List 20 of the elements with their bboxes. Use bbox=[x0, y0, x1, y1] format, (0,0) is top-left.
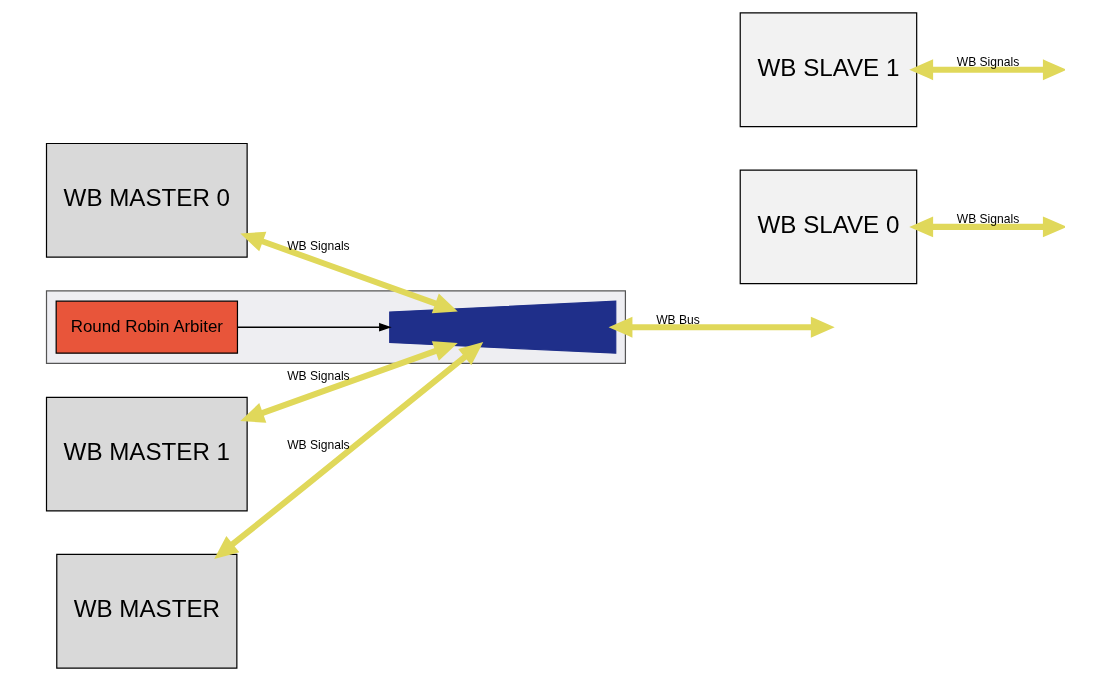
edge-label: WB Signals bbox=[286, 369, 350, 384]
edge-label: WB Signals bbox=[286, 438, 350, 453]
arrow bbox=[239, 341, 458, 423]
node-box: WB MASTER 1 bbox=[45, 396, 248, 512]
node-box: WB SLAVE 1 bbox=[739, 12, 917, 128]
node-box: WB SLAVE 0 bbox=[739, 169, 917, 285]
edge-label: WB Bus bbox=[655, 312, 700, 327]
arrow bbox=[213, 342, 483, 559]
node-box: WB MASTER 0 bbox=[45, 142, 248, 258]
edge-label: WB Signals bbox=[286, 238, 350, 253]
arrow bbox=[908, 216, 1065, 238]
edge-label: WB Signals bbox=[956, 55, 1019, 70]
arrow bbox=[608, 316, 835, 338]
node-trapezoid bbox=[388, 300, 616, 354]
arrow bbox=[239, 231, 458, 314]
arrow bbox=[908, 59, 1065, 81]
node-box: WB MASTER bbox=[55, 553, 237, 669]
node-box: Round Robin Arbiter bbox=[55, 300, 238, 354]
arrow bbox=[236, 322, 392, 332]
edge-label: WB Signals bbox=[956, 212, 1019, 227]
